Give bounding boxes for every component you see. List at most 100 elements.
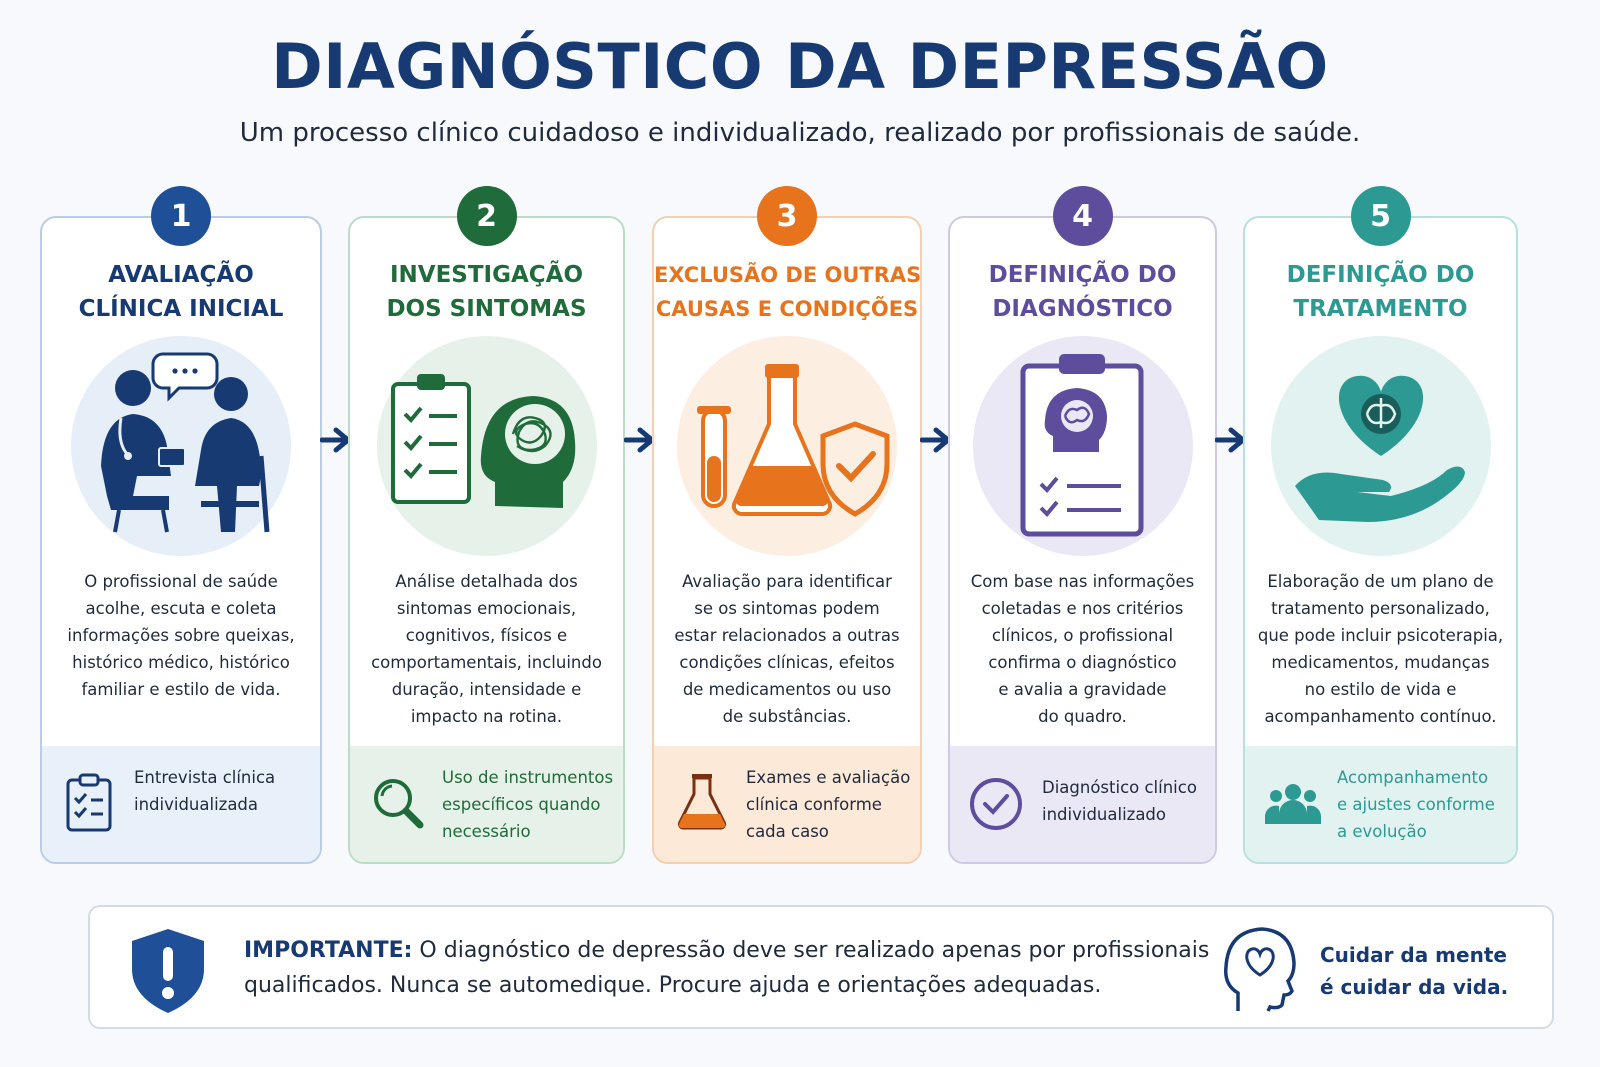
step-title-line: AVALIAÇÃO [108,262,254,288]
check-circle-icon [968,770,1028,834]
step-footer-text: Uso de instrumentos específicos quando n… [442,764,615,845]
desc-line: duração, intensidade e [391,680,582,699]
desc-line: estar relacionados a outras [674,626,900,645]
step-number-badge: 5 [1350,186,1411,246]
shield-alert-icon [128,925,208,1015]
step-footer-text: Acompanhamento e ajustes conforme a evol… [1337,764,1508,845]
footer-line: Exames e avaliação [746,768,911,787]
desc-line: se os sintomas podem [694,599,880,618]
step-title: DEFINIÇÃO DO DIAGNÓSTICO [950,258,1215,326]
desc-line: clínicos, o profissional [991,626,1174,645]
footer-line: clínica conforme [746,795,882,814]
step-card-1: 1 AVALIAÇÃO CLÍNICA INICIAL O profiss [40,186,322,864]
step-title-line: DOS SINTOMAS [386,296,587,322]
slogan-line: é cuidar da vida. [1320,975,1509,999]
step-number-badge: 1 [151,186,211,246]
step-title-line: CAUSAS E CONDIÇÕES [655,297,919,321]
footer-line: Acompanhamento [1337,768,1489,787]
desc-line: confirma o diagnóstico [988,653,1177,672]
step-title-line: EXCLUSÃO DE OUTRAS [654,263,922,287]
desc-line: coletadas e nos critérios [981,599,1184,618]
step-card-2: 2 INVESTIGAÇÃO DOS SINTOMAS Análise deta… [348,186,625,864]
footer-line: a evolução [1337,822,1427,841]
desc-line: Avaliação para identificar [682,572,892,591]
desc-line: condições clínicas, efeitos [679,653,895,672]
footer-line: e ajustes conforme [1337,795,1495,814]
step-number-badge: 3 [757,186,817,246]
step-footer-text: Diagnóstico clínico individualizado [1042,774,1207,828]
page-title: DIAGNÓSTICO DA DEPRESSÃO [271,30,1329,103]
magnifier-icon [368,770,428,834]
notice-label: IMPORTANTE: [244,938,413,963]
step-footer-text: Entrevista clínica individualizada [134,764,312,818]
step-footer: Exames e avaliação clínica conforme cada… [654,746,920,862]
step-card-3: 3 EXCLUSÃO DE OUTRAS CAUSAS E CONDIÇÕES … [652,186,922,864]
desc-line: Elaboração de um plano de [1267,572,1494,591]
step-title-line: DEFINIÇÃO DO [988,262,1177,288]
checklist-head-illustration-icon [376,336,597,556]
head-heart-icon [1220,923,1300,1015]
step-footer: Diagnóstico clínico individualizado [950,746,1215,862]
desc-line: do quadro. [1038,707,1127,726]
desc-line: acolhe, escuta e coleta [85,599,277,618]
desc-line: e avalia a gravidade [998,680,1167,699]
step-title-line: DIAGNÓSTICO [992,296,1173,322]
notice-line: O diagnóstico de depressão deve ser real… [412,938,1210,963]
flask-icon [672,770,732,834]
desc-line: informações sobre queixas, [67,626,295,645]
step-footer: Uso de instrumentos específicos quando n… [350,746,623,862]
clipboard-checklist-icon [60,770,120,834]
step-description: O profissional de saúde acolhe, escuta e… [52,568,310,703]
step-title-line: INVESTIGAÇÃO [389,262,584,288]
lab-flask-shield-illustration-icon [677,336,897,556]
step-footer: Entrevista clínica individualizada [42,746,320,862]
footer-line: cada caso [746,822,829,841]
desc-line: familiar e estilo de vida. [81,680,281,699]
step-description: Elaboração de um plano de tratamento per… [1255,568,1506,730]
footer-line: individualizada [134,795,259,814]
desc-line: sintomas emocionais, [396,599,577,618]
page-subtitle: Um processo clínico cuidadoso e individu… [239,118,1361,148]
notice-text: IMPORTANTE: O diagnóstico de depressão d… [244,933,1209,1003]
desc-line: Análise detalhada dos [395,572,578,591]
step-title: AVALIAÇÃO CLÍNICA INICIAL [42,258,320,326]
important-notice: IMPORTANTE: O diagnóstico de depressão d… [88,905,1554,1029]
step-description: Avaliação para identificar se os sintoma… [664,568,910,730]
step-title: DEFINIÇÃO DO TRATAMENTO [1245,258,1516,326]
footer-line: Diagnóstico clínico [1042,778,1197,797]
step-footer-text: Exames e avaliação clínica conforme cada… [746,764,912,845]
step-description: Com base nas informações coletadas e nos… [960,568,1205,730]
desc-line: comportamentais, incluindo [371,653,602,672]
desc-line: no estilo de vida e [1304,680,1457,699]
footer-line: necessário [442,822,531,841]
desc-line: O profissional de saúde [84,572,278,591]
desc-line: de medicamentos ou uso [682,680,892,699]
diagnosis-clipboard-illustration-icon [972,336,1193,556]
step-title-line: TRATAMENTO [1293,296,1468,322]
desc-line: de substâncias. [722,707,852,726]
desc-line: cognitivos, físicos e [405,626,568,645]
footer-line: individualizado [1042,805,1166,824]
step-description: Análise detalhada dos sintomas emocionai… [360,568,613,730]
desc-line: Com base nas informações [970,572,1195,591]
footer-line: específicos quando [442,795,601,814]
step-card-5: 5 DEFINIÇÃO DO TRATAMENTO Elaboração de … [1243,186,1518,864]
step-title-line: DEFINIÇÃO DO [1286,262,1475,288]
notice-slogan: Cuidar da mente é cuidar da vida. [1320,939,1508,1003]
desc-line: impacto na rotina. [410,707,563,726]
step-number-badge: 4 [1052,186,1113,246]
desc-line: acompanhamento contínuo. [1264,707,1497,726]
step-footer: Acompanhamento e ajustes conforme a evol… [1245,746,1516,862]
step-number-badge: 2 [456,186,517,246]
hand-heart-brain-illustration-icon [1270,336,1491,556]
desc-line: tratamento personalizado, [1271,599,1490,618]
slogan-line: Cuidar da mente [1320,943,1507,967]
step-card-4: 4 DEFINIÇÃO DO DIAGNÓSTICO Com base nas … [948,186,1217,864]
desc-line: histórico médico, histórico [72,653,290,672]
step-title-line: CLÍNICA INICIAL [78,296,284,322]
people-group-icon [1263,770,1323,834]
notice-line: qualificados. Nunca se automedique. Proc… [244,973,1102,998]
step-title: EXCLUSÃO DE OUTRAS CAUSAS E CONDIÇÕES [654,258,922,326]
footer-line: Entrevista clínica [134,768,276,787]
desc-line: medicamentos, mudanças [1271,653,1490,672]
